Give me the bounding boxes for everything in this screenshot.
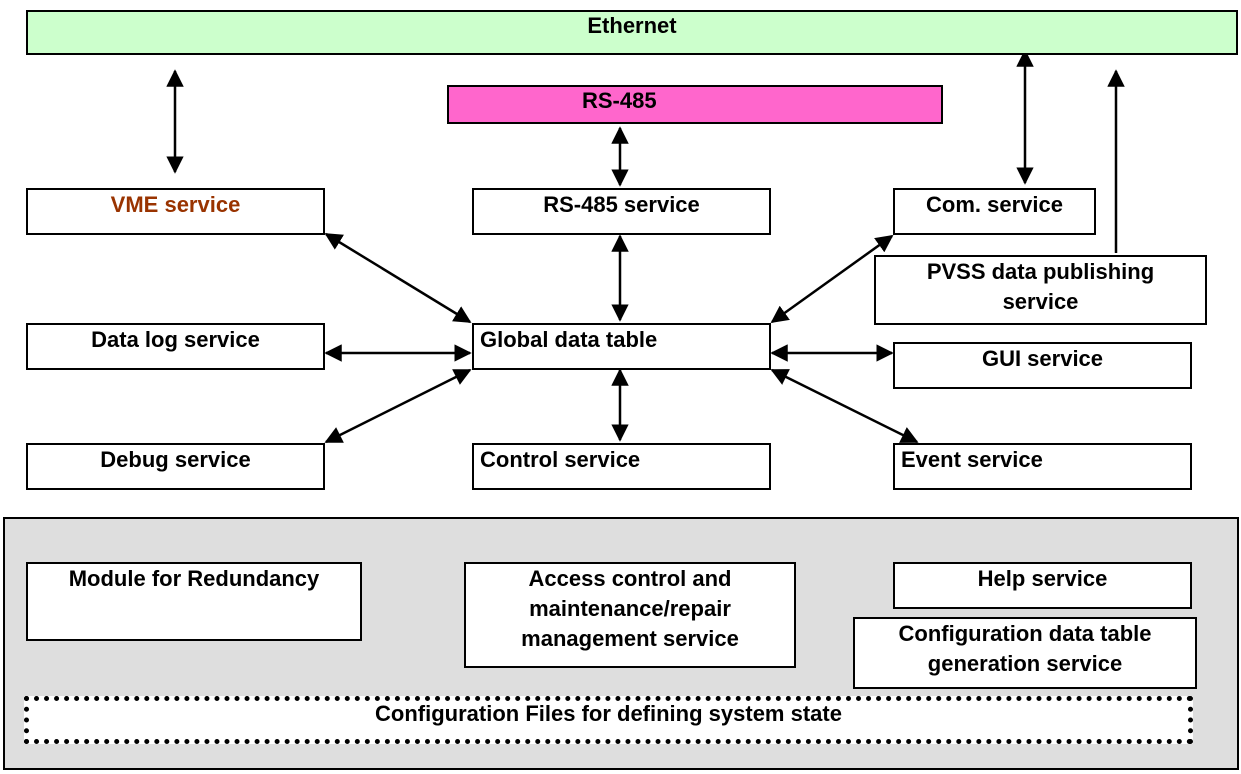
com-service-box: Com. service <box>893 188 1096 235</box>
config-generation-label-line1: Configuration data table <box>898 621 1152 646</box>
redundancy-module-label: Module for Redundancy <box>68 566 320 591</box>
debug-service-box: Debug service <box>26 443 325 490</box>
datalog-service-label: Data log service <box>91 327 260 352</box>
vme-service-box: VME service <box>26 188 325 235</box>
pvss-service-label-line2: service <box>1002 289 1079 314</box>
event-service-label: Event service <box>901 447 1043 472</box>
access-control-label-line1: Access control and <box>528 566 732 591</box>
control-service-label: Control service <box>480 447 641 472</box>
event-service-box: Event service <box>893 443 1192 490</box>
gui-service-box: GUI service <box>893 342 1192 389</box>
rs485-bus: RS-485 <box>447 85 943 124</box>
arrow-debug-global <box>324 368 472 444</box>
global-data-table-box: Global data table <box>472 323 771 370</box>
help-service-box: Help service <box>893 562 1192 609</box>
configuration-files-box: Configuration Files for defining system … <box>24 696 1193 744</box>
arrow-vme-global <box>324 232 472 324</box>
access-control-label-line3: management service <box>521 626 739 651</box>
rs485-label: RS-485 <box>582 88 657 113</box>
config-generation-label-line2: generation service <box>927 651 1123 676</box>
config-generation-service-box: Configuration data table generation serv… <box>853 617 1197 689</box>
access-control-service-box: Access control and maintenance/repair ma… <box>464 562 796 668</box>
arrow-com-global <box>770 234 894 324</box>
datalog-service-box: Data log service <box>26 323 325 370</box>
pvss-service-label-line1: PVSS data publishing <box>926 259 1155 284</box>
configuration-files-label: Configuration Files for defining system … <box>375 701 842 726</box>
rs485-service-label: RS-485 service <box>543 192 700 217</box>
global-data-table-label: Global data table <box>480 327 658 352</box>
vme-service-label: VME service <box>110 192 241 217</box>
access-control-label-line2: maintenance/repair <box>529 596 731 621</box>
rs485-service-box: RS-485 service <box>472 188 771 235</box>
redundancy-module-box: Module for Redundancy <box>26 562 362 641</box>
debug-service-label: Debug service <box>100 447 251 472</box>
com-service-label: Com. service <box>926 192 1063 217</box>
arrow-global-event <box>770 368 919 444</box>
help-service-label: Help service <box>977 566 1108 591</box>
gui-service-label: GUI service <box>981 346 1104 371</box>
control-service-box: Control service <box>472 443 771 490</box>
pvss-service-box: PVSS data publishing service <box>874 255 1207 325</box>
ethernet-label: Ethernet <box>587 13 677 38</box>
ethernet-bus: Ethernet <box>26 10 1238 55</box>
